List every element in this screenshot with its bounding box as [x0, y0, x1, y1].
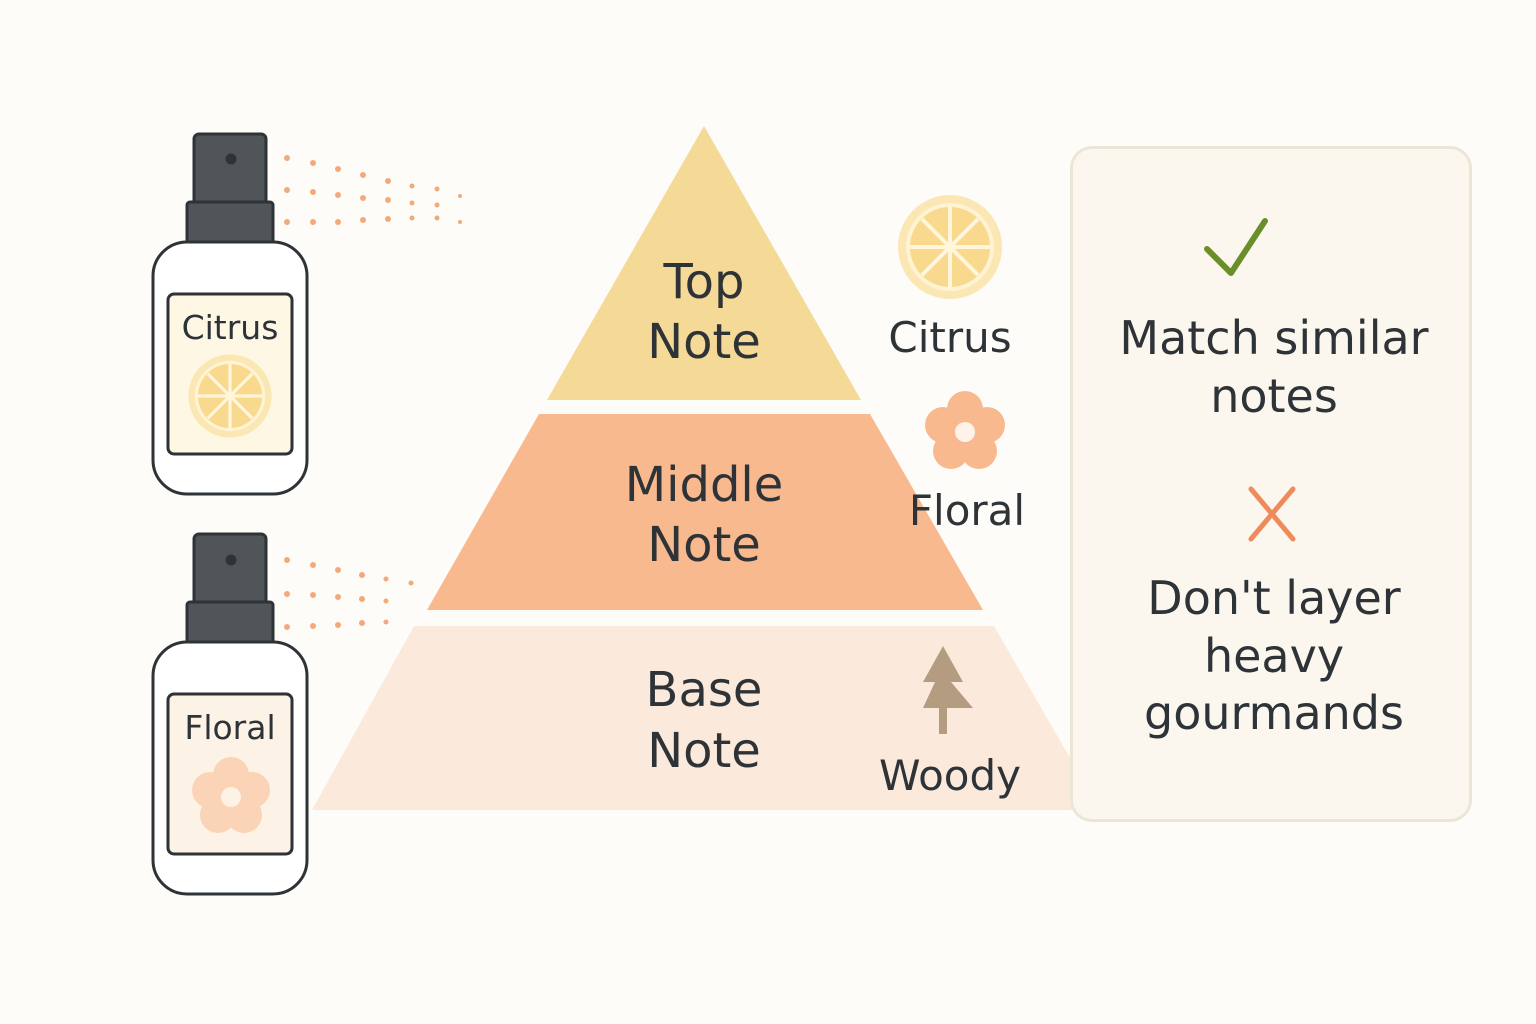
base-note-title: Base: [646, 662, 763, 718]
spray-mist: [284, 557, 414, 630]
floral-family-label: Floral: [909, 486, 1025, 535]
citrus-family-label: Citrus: [888, 313, 1011, 362]
middle-note-title: Note: [647, 517, 761, 573]
bottle-label-text: Floral: [184, 708, 275, 747]
spray-nozzle: [192, 532, 268, 608]
dont-tip-line: Don't layer: [1147, 571, 1401, 625]
flower-icon: [925, 391, 1005, 469]
dont-tip-line: heavy: [1203, 629, 1345, 683]
spray-mist: [284, 155, 462, 225]
flower-icon: [192, 757, 270, 833]
do-tip-line: notes: [1210, 369, 1338, 423]
middle-note-title: Middle: [625, 457, 784, 513]
woody-family-label: Woody: [879, 751, 1021, 800]
bottle-collar: [185, 600, 275, 646]
top-note-title: Top: [663, 254, 745, 310]
base-note-title: Note: [647, 723, 761, 779]
x-mark-icon: [1248, 486, 1296, 542]
lemon-slice-icon: [186, 352, 274, 440]
dont-tip-line: gourmands: [1144, 686, 1404, 740]
floral-spray-bottle: Floral: [151, 532, 414, 896]
top-note-tier: [547, 126, 861, 400]
layering-tips-card: Match similar notes Don't layer heavy go…: [1070, 146, 1472, 822]
bottle-label-text: Citrus: [182, 308, 279, 347]
middle-note-tier: [427, 414, 983, 610]
citrus-spray-bottle: Citrus: [151, 132, 462, 496]
checkmark-icon: [1204, 218, 1268, 276]
do-tip-line: Match similar: [1119, 311, 1429, 365]
bottle-collar: [185, 200, 275, 246]
fragrance-pyramid: Top Note Middle Note Base Note: [312, 126, 1100, 810]
tree-icon: [923, 646, 973, 734]
lemon-slice-icon: [896, 193, 1004, 301]
top-note-title: Note: [647, 314, 761, 370]
spray-nozzle: [192, 132, 268, 208]
base-note-tier: [312, 626, 1100, 810]
